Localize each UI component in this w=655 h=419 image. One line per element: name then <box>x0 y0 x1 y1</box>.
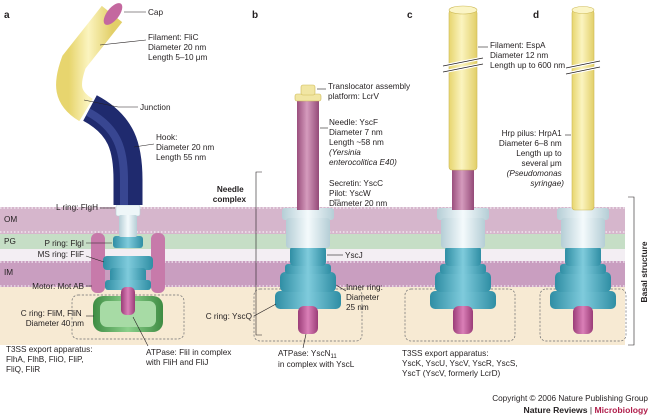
motor-label: Motor: Mot AB <box>32 282 84 291</box>
c-ring-label: C ring: FliM, FliN Diameter 40 nm <box>21 309 84 328</box>
needle-complex-bracket <box>255 171 262 336</box>
l-ring-label: L ring: FlgH <box>56 203 98 212</box>
atpase-yscn <box>298 306 318 334</box>
hrp-pilus <box>571 9 595 211</box>
espa-needle-base <box>452 168 474 210</box>
atpase-d <box>573 306 593 334</box>
c-ring-yscq <box>275 291 341 309</box>
p-ring-label: P ring: FlgI <box>45 239 84 248</box>
espa-label: Filament: EspA Diameter 12 nm Length up … <box>490 41 565 70</box>
pg-label: PG <box>4 237 16 246</box>
panel-b-injectisome <box>253 84 363 342</box>
filament-label: Filament: FliC Diameter 20 nm Length 5–1… <box>148 33 209 62</box>
junction-label: Junction <box>140 103 171 112</box>
translocator-label: Translocator assembly platform: LcrV <box>328 82 412 101</box>
panel-letter-d: d <box>533 10 539 21</box>
motor-motab-right <box>151 233 165 293</box>
inner-ring <box>285 264 331 274</box>
hook-label: Hook: Diameter 20 nm Length 55 nm <box>156 133 217 162</box>
secretin-label: Secretin: YscC Pilot: YscW Diameter 20 n… <box>329 179 387 208</box>
im-label: IM <box>4 268 13 277</box>
panel-letter-b: b <box>252 10 258 21</box>
c-ring-b-label: C ring: YscQ <box>206 312 252 321</box>
p-ring-flgi <box>113 236 143 248</box>
export-apparatus-a-label: T3SS export apparatus: FlhA, FlhB, FliO,… <box>6 345 95 374</box>
filament-flic <box>56 5 123 122</box>
atpase-a-label: ATPase: FliI in complex with FliH and Fl… <box>145 348 234 367</box>
panel-a-flagellum <box>56 3 185 340</box>
basal-structure-label: Basal structure <box>639 241 649 302</box>
motor-motab-left <box>91 233 105 293</box>
atpase-c <box>453 306 473 334</box>
panel-letter-c: c <box>407 10 413 21</box>
panel-d-hrp <box>539 6 627 342</box>
inner-ring-label: Inner ring: Diameter 25 nm <box>346 283 385 312</box>
needle-label: Needle: YscF Diameter 7 nm Length ~58 nm… <box>329 118 397 167</box>
yscj-label: YscJ <box>345 251 363 260</box>
copyright: Copyright © 2006 Nature Publishing Group <box>492 394 648 403</box>
needle-complex-label: Needle complex <box>213 185 247 204</box>
needle-yscf <box>297 100 319 210</box>
panel-letter-a: a <box>4 10 10 21</box>
yscj <box>290 246 326 266</box>
panel-c-espa <box>404 5 516 342</box>
l-ring-flgh <box>115 204 141 217</box>
atpase-b-label: ATPase: YscN11 in complex with YscL <box>278 349 355 369</box>
export-apparatus-c-label: T3SS export apparatus: YscK, YscU, YscV,… <box>402 349 520 378</box>
ms-ring-label: MS ring: FliF <box>38 250 84 259</box>
cap-label: Cap <box>148 8 163 17</box>
journal-credit: Nature Reviews | Microbiology <box>523 405 648 415</box>
basal-structure-bracket <box>628 196 635 346</box>
secretin-yscc <box>282 208 334 220</box>
atpase-flii <box>121 287 135 315</box>
om-label: OM <box>4 215 17 224</box>
filament-espa <box>448 9 478 171</box>
hrp-pilus-label: Hrp pilus: HrpA1 Diameter 6–8 nm Length … <box>499 129 564 188</box>
cap <box>103 3 123 25</box>
